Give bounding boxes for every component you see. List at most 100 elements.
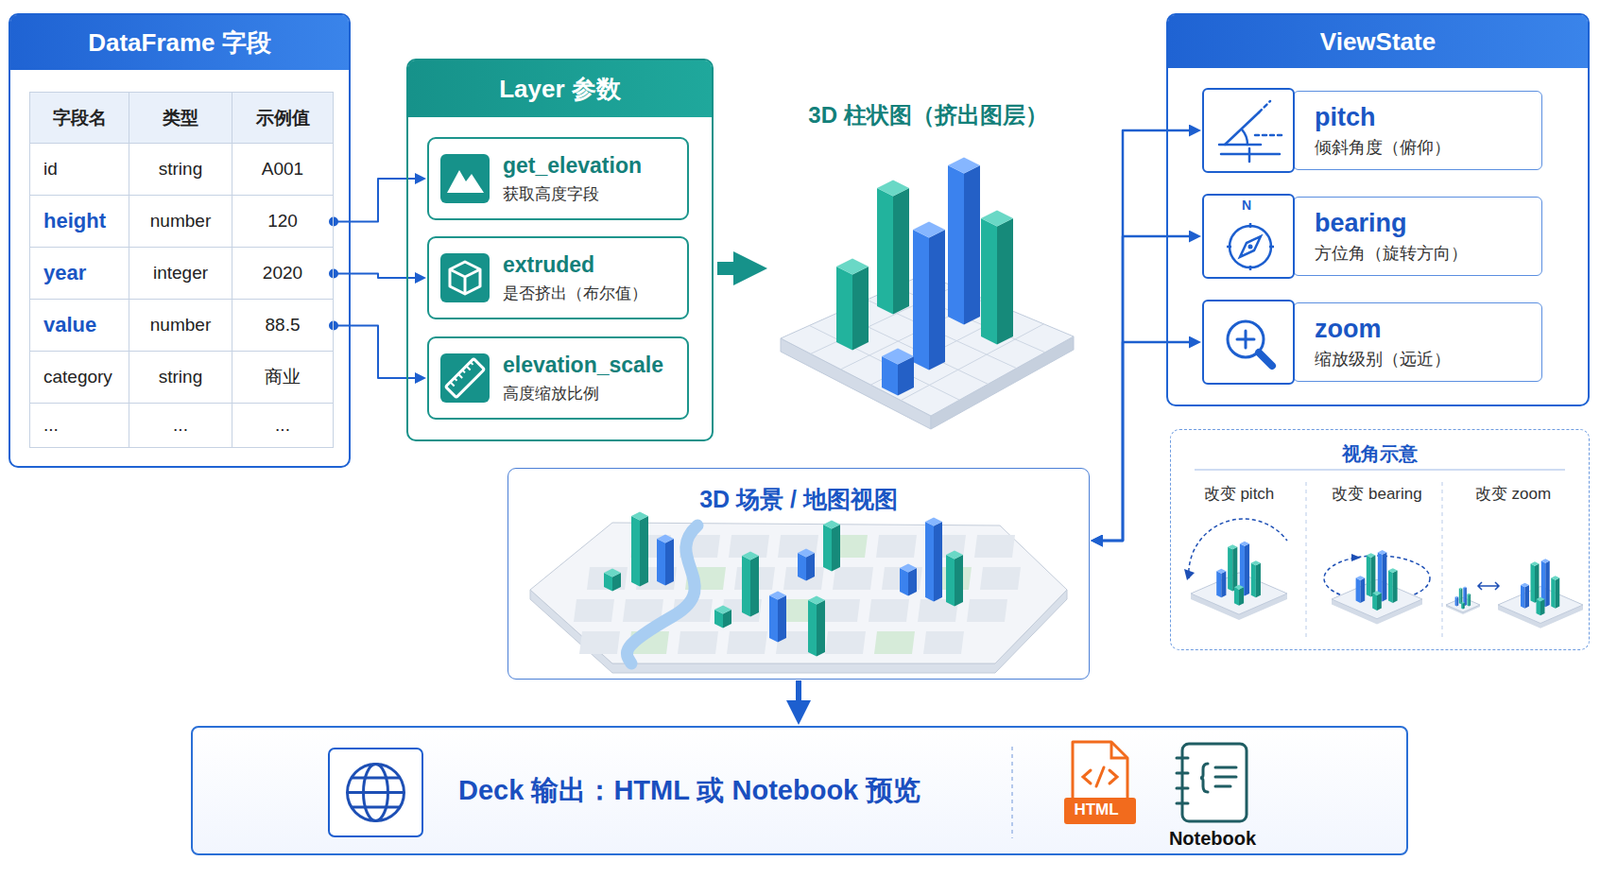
param-icon-part (440, 154, 490, 204)
view-param-desc: 方位角（旋转方向） (1314, 241, 1542, 265)
scene-box: 3D 场景 / 地图视图 (507, 467, 1090, 680)
bar-face (997, 218, 1014, 345)
row-dot (328, 217, 339, 227)
bar-face (1467, 594, 1470, 607)
bar-face (908, 567, 917, 597)
param-text: elevation_scale高度缩放比例 (502, 338, 682, 418)
table-cell-text: 88.5 (236, 314, 329, 336)
mini-platform (1331, 579, 1423, 620)
bar-face (1216, 570, 1222, 598)
bar-face (980, 218, 998, 345)
view-param-desc: 缩放级别（远近） (1314, 347, 1542, 371)
bar-face (929, 229, 946, 371)
param-icon (440, 253, 490, 303)
view-icon-part-part-part (1239, 236, 1261, 258)
zoom-arrow (1478, 582, 1499, 590)
bar-face (947, 165, 964, 326)
panel: ViewStatepitch倾斜角度（俯仰）bearing方位角（旋转方向）zo… (1166, 13, 1590, 407)
output-box-part-part-part (1215, 767, 1237, 787)
bar-top (1251, 560, 1261, 566)
demo-title: 视角示意 (1170, 441, 1589, 467)
table-cell: 类型 (128, 92, 232, 143)
bar-top (980, 210, 1014, 227)
bar-top (1467, 593, 1472, 596)
bar-top (946, 550, 964, 560)
view-text: pitch 倾斜角度（俯仰） (1292, 90, 1543, 171)
view-icon-part-part-part (1248, 148, 1252, 162)
output-box-part-part (1011, 746, 1014, 839)
table-cell: category (30, 351, 129, 403)
param-name: extruded (502, 252, 682, 278)
table-cell-text: 商业 (236, 364, 329, 390)
bar-face (852, 266, 869, 351)
bar-face (1227, 547, 1233, 592)
param-icon-part-part (449, 261, 481, 294)
output-box-part-part (1111, 741, 1128, 758)
bar-face (656, 538, 666, 586)
table-cell: integer (128, 247, 232, 299)
table-row: ......... (29, 403, 334, 448)
bar-face (1461, 602, 1463, 610)
bar-face (1459, 588, 1462, 605)
map-block (825, 631, 866, 654)
scene-title: 3D 场景 / 地图视图 (508, 483, 1089, 516)
output-box-part-part-part (1109, 770, 1118, 784)
bar-face (1545, 561, 1550, 608)
table-row: valuenumber88.5 (29, 299, 334, 352)
table-cell: 2020 (231, 247, 333, 299)
bar-top (1227, 544, 1238, 550)
table-header: 类型 (133, 105, 228, 131)
table-cell: ... (128, 403, 232, 448)
view-icon-part-part (1219, 101, 1282, 162)
view-param-name: pitch (1314, 103, 1542, 133)
param-icon-part-part-part (449, 261, 481, 294)
panel-header: DataFrame 字段 (10, 15, 349, 70)
map-block (726, 631, 768, 654)
output-box-part-part (1064, 797, 1136, 825)
view-icon-part-part-part (1258, 352, 1273, 366)
bar-face (1555, 578, 1561, 609)
view-icon-part-part-part (1241, 129, 1248, 145)
output-box-part-part-part (347, 764, 405, 822)
bar-top (1531, 561, 1540, 567)
bar-face (1238, 586, 1244, 606)
bar-top (769, 591, 787, 601)
bar-face (954, 554, 964, 607)
bar-face (1540, 599, 1546, 616)
output-box-part-part (1083, 767, 1118, 787)
view-text: bearing方位角（旋转方向） (1292, 196, 1543, 276)
table-cell: 字段名 (30, 92, 129, 143)
table-cell: A001 (231, 143, 333, 195)
bar-face (1456, 597, 1459, 607)
connector (717, 261, 744, 276)
connector (1099, 130, 1193, 541)
map-plane (530, 522, 1067, 664)
table-row: heightnumber120 (29, 195, 334, 248)
connector (1099, 342, 1193, 541)
param-icon-part-part (445, 358, 484, 397)
view-demo-illustration (1184, 469, 1583, 639)
bar-top (1388, 567, 1398, 573)
bar-face (912, 229, 930, 371)
map-block (579, 631, 620, 654)
bar-face (1525, 584, 1531, 609)
bar-face (1534, 564, 1540, 603)
table-cell: number (128, 195, 232, 247)
bar-top (656, 534, 674, 544)
bar-top (877, 180, 910, 197)
viewstate-item: pitch 倾斜角度（俯仰） (1202, 87, 1543, 173)
table-cell-text: id (43, 158, 125, 180)
label: N (1241, 197, 1252, 213)
bar-top (1462, 586, 1467, 589)
bar-face (946, 554, 955, 607)
map-block (966, 599, 1008, 622)
bar-face (1356, 578, 1361, 603)
mini-platform (1190, 572, 1288, 615)
table-cell-text: number (133, 314, 228, 336)
bar-face (797, 552, 807, 582)
bar-face (769, 595, 778, 643)
view-param-desc: 倾斜角度（俯仰） (1314, 136, 1542, 159)
bar-top (1455, 596, 1460, 599)
output-box-part-part-part (1176, 757, 1188, 804)
